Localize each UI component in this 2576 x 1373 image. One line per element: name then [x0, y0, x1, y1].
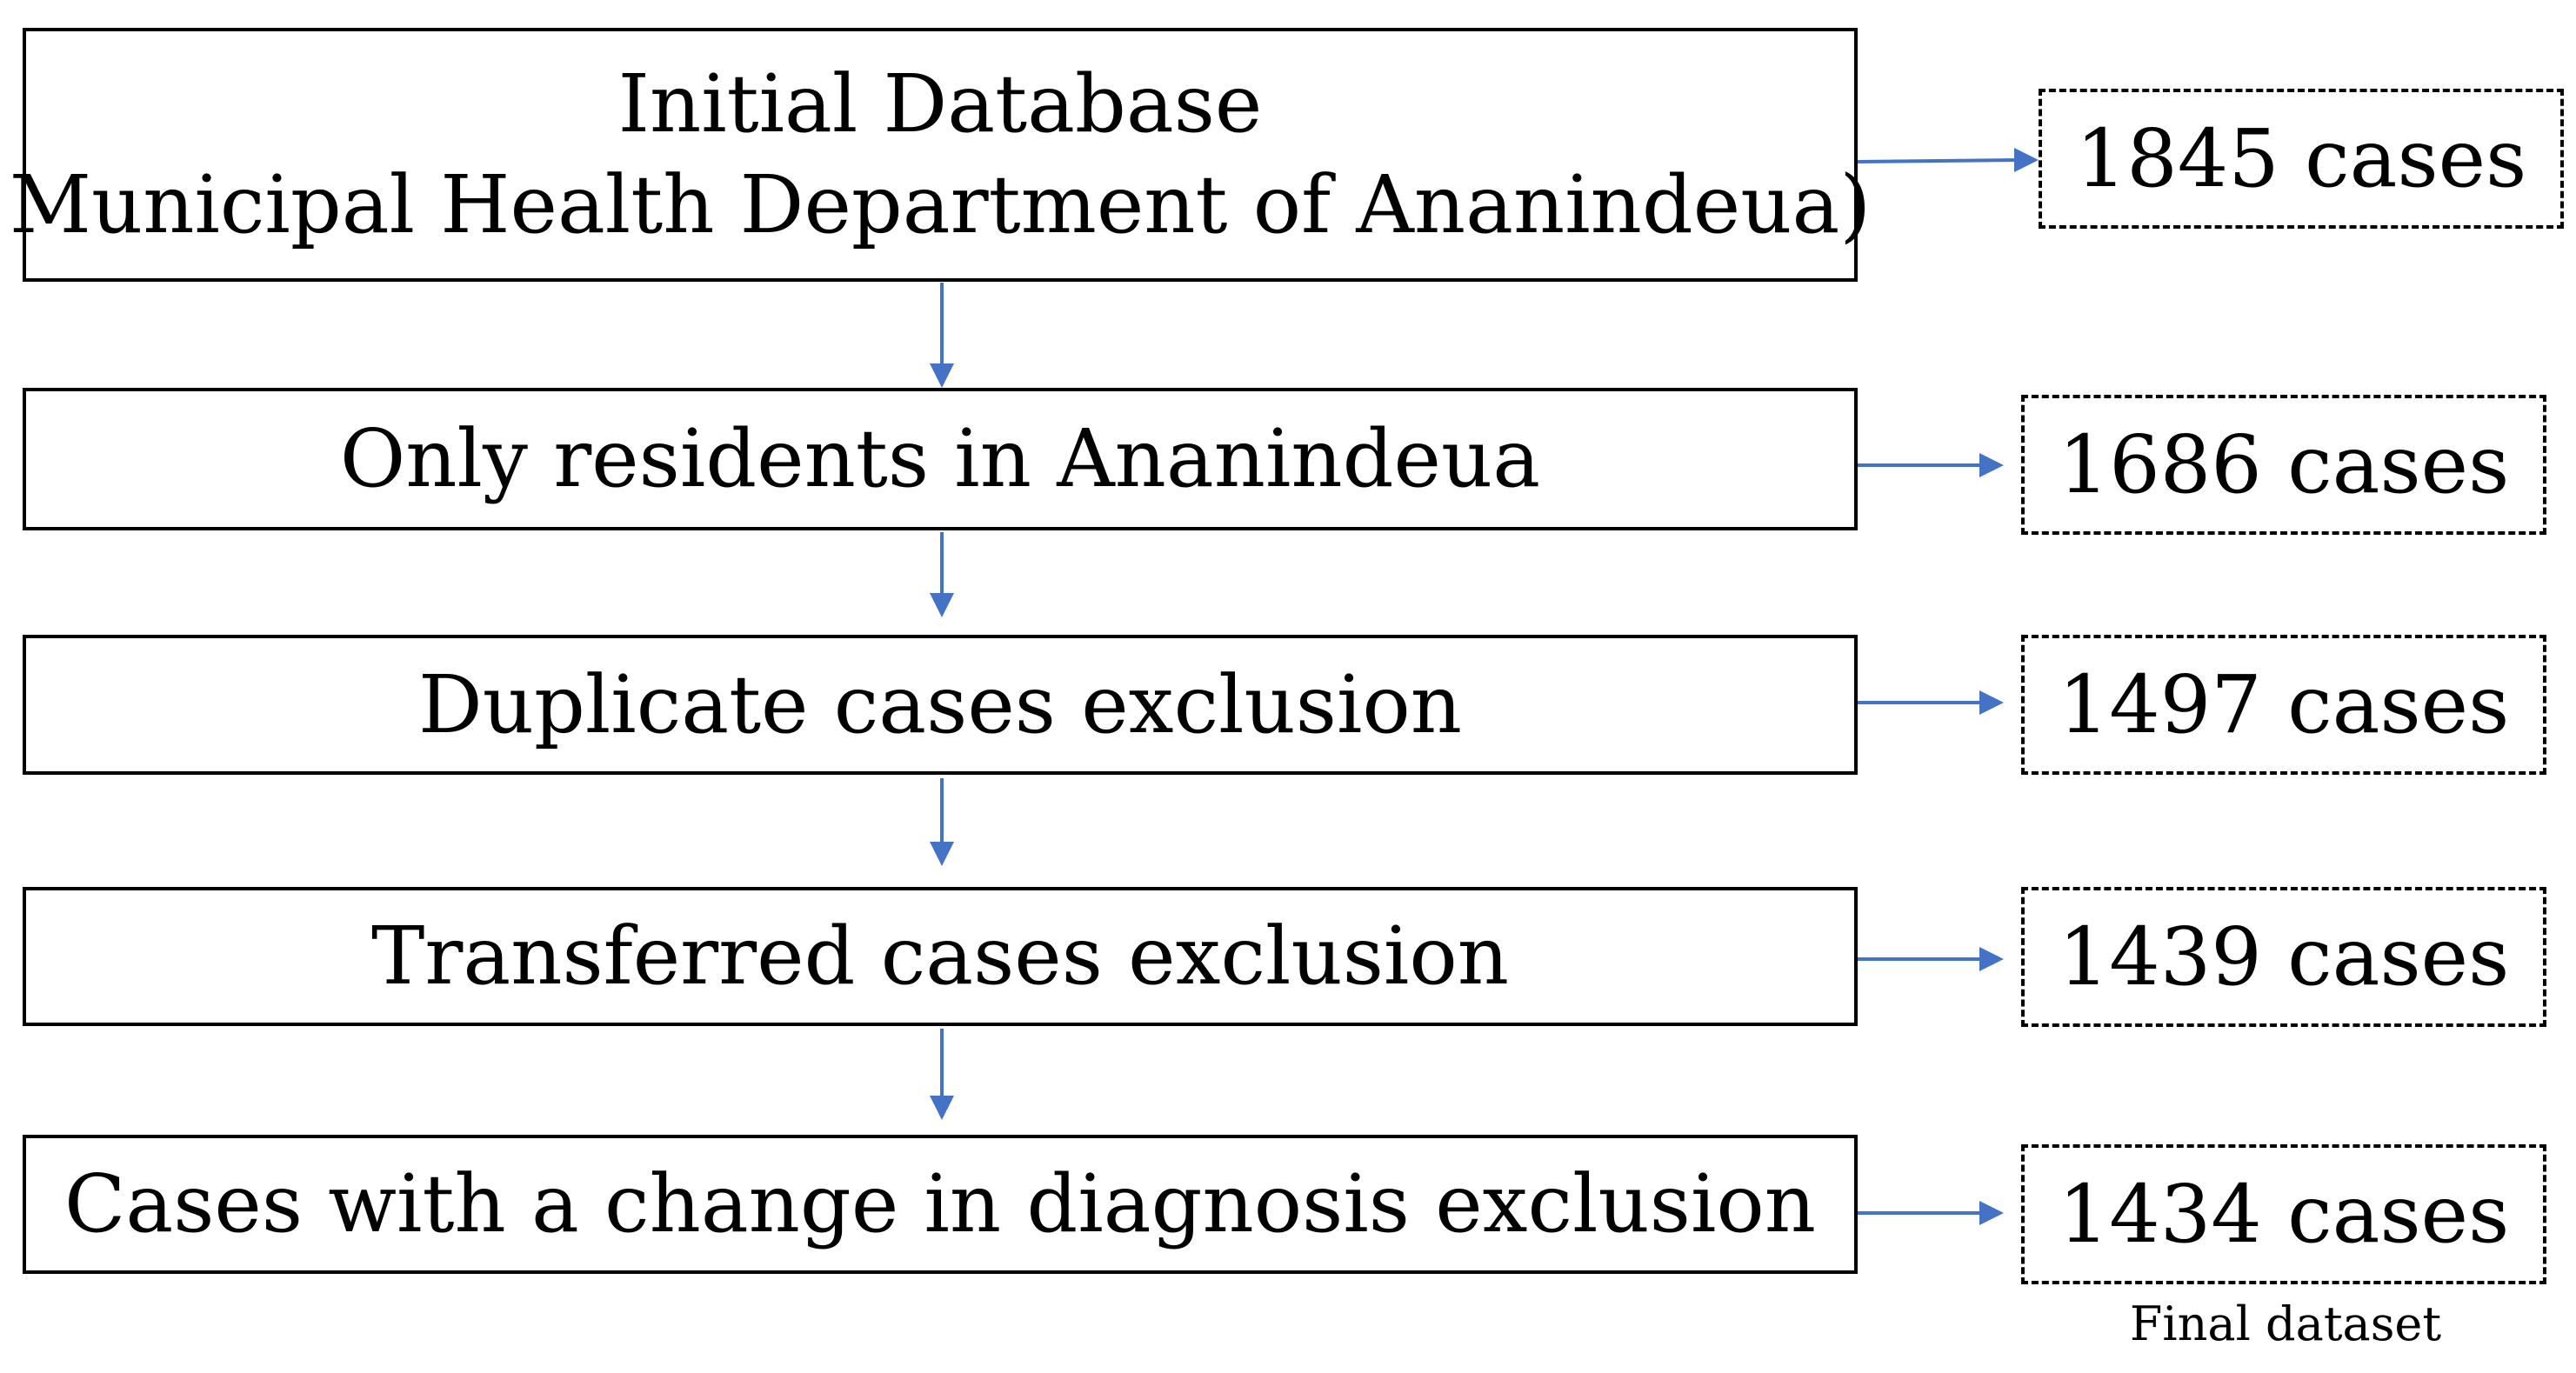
- step-subtitle-line: Municipal Health Department of Ananindeu…: [9, 158, 1872, 251]
- down-arrowhead-2: [930, 593, 954, 617]
- count-box-3: 1497 cases: [2021, 635, 2546, 775]
- step-box-initial-database: Initial Database Municipal Health Depart…: [10, 28, 1871, 282]
- right-arrowhead-1: [2014, 148, 2039, 172]
- step-box-residents: Only residents in Ananindeua: [23, 388, 1858, 530]
- count-box-final: 1434 cases: [2021, 1144, 2546, 1284]
- down-arrowhead-1: [930, 363, 954, 388]
- right-arrow-1: [1857, 158, 2022, 163]
- final-dataset-label: Final dataset: [2129, 1296, 2442, 1351]
- count-box-1: 1845 cases: [2039, 89, 2564, 229]
- step-box-duplicate-exclusion: Duplicate cases exclusion: [23, 635, 1858, 775]
- count-box-4: 1439 cases: [2021, 887, 2546, 1027]
- right-arrowhead-3: [1979, 690, 2004, 715]
- down-arrowhead-4: [930, 1096, 954, 1120]
- right-arrowhead-2: [1979, 453, 2004, 477]
- step-label: Cases with a change in diagnosis exclusi…: [63, 1157, 1817, 1250]
- count-box-2: 1686 cases: [2021, 395, 2546, 535]
- down-arrowhead-3: [930, 842, 954, 866]
- right-arrowhead-4: [1979, 947, 2004, 971]
- step-box-diagnosis-change-exclusion: Cases with a change in diagnosis exclusi…: [23, 1135, 1858, 1274]
- step-label: Duplicate cases exclusion: [417, 657, 1463, 751]
- step-title-line: Initial Database: [617, 57, 1263, 150]
- step-label: Transferred cases exclusion: [371, 910, 1509, 1003]
- step-label: Only residents in Ananindeua: [339, 412, 1541, 505]
- right-arrowhead-5: [1979, 1201, 2004, 1225]
- step-box-transferred-exclusion: Transferred cases exclusion: [23, 887, 1858, 1026]
